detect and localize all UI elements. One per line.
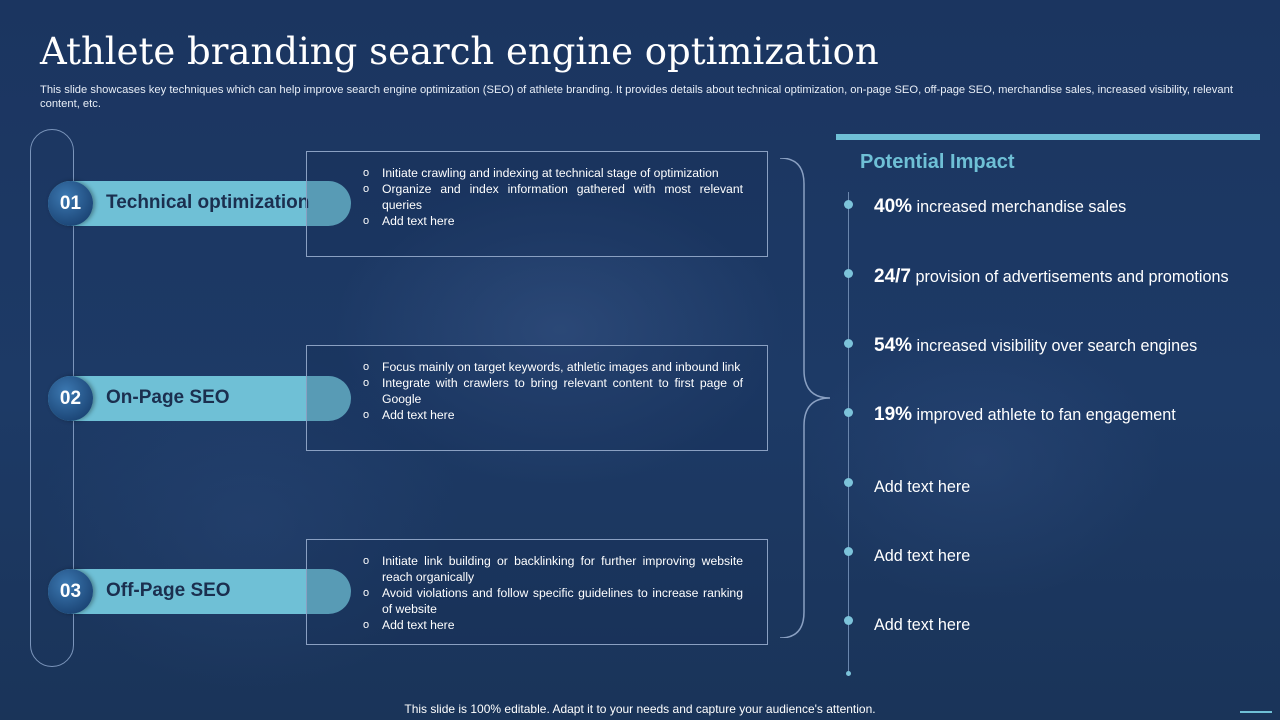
impact-item-6: Add text here xyxy=(874,545,970,567)
timeline-dot xyxy=(844,478,853,487)
step-03-number: 03 xyxy=(48,569,93,614)
brace-connector xyxy=(779,158,831,638)
step-03-pill: 03 Off-Page SEO xyxy=(48,569,351,614)
impact-value: 24/7 xyxy=(874,266,911,287)
timeline-end-dot xyxy=(846,671,851,676)
impact-value: 40% xyxy=(874,196,913,217)
step-01-number: 01 xyxy=(48,181,93,226)
list-item: Add text here xyxy=(363,617,743,633)
impact-header-bar xyxy=(836,134,1260,140)
impact-title: Potential Impact xyxy=(860,151,1015,173)
impact-item-7: Add text here xyxy=(874,614,970,636)
list-item: Add text here xyxy=(363,407,743,423)
impact-item-5: Add text here xyxy=(874,476,970,498)
list-item: Avoid violations and follow specific gui… xyxy=(363,585,743,617)
list-item: Initiate crawling and indexing at techni… xyxy=(363,165,743,181)
impact-item-4: 19% improved athlete to fan engagement xyxy=(874,404,1176,426)
step-02-pill: 02 On-Page SEO xyxy=(48,376,351,421)
footer-note: This slide is 100% editable. Adapt it to… xyxy=(404,702,876,716)
timeline-dot xyxy=(844,269,853,278)
list-item: Focus mainly on target keywords, athleti… xyxy=(363,359,743,375)
step-02-label: On-Page SEO xyxy=(106,387,230,408)
impact-text: Add text here xyxy=(874,616,971,634)
timeline-dot xyxy=(844,547,853,556)
corner-accent xyxy=(1240,711,1272,713)
page-title: Athlete branding search engine optimizat… xyxy=(40,30,879,73)
timeline-dot xyxy=(844,339,853,348)
impact-text: provision of advertisements and promotio… xyxy=(910,268,1229,286)
list-item: Add text here xyxy=(363,213,743,229)
impact-text: increased visibility over search engines xyxy=(912,337,1198,355)
impact-value: 54% xyxy=(874,335,913,356)
impact-value: 19% xyxy=(874,404,913,425)
list-item: Organize and index information gathered … xyxy=(363,181,743,213)
step-01-pill: 01 Technical optimization xyxy=(48,181,351,226)
step-02-number: 02 xyxy=(48,376,93,421)
impact-text: Add text here xyxy=(874,547,971,565)
impact-item-2: 24/7 provision of advertisements and pro… xyxy=(874,266,1229,288)
impact-timeline xyxy=(848,192,849,676)
step-01-details: Initiate crawling and indexing at techni… xyxy=(306,151,768,257)
impact-item-1: 40% increased merchandise sales xyxy=(874,196,1126,218)
impact-item-3: 54% increased visibility over search eng… xyxy=(874,335,1197,357)
timeline-dot xyxy=(844,200,853,209)
list-item: Initiate link building or backlinking fo… xyxy=(363,553,743,585)
timeline-dot xyxy=(844,408,853,417)
step-01-label: Technical optimization xyxy=(106,192,310,213)
step-02-details: Focus mainly on target keywords, athleti… xyxy=(306,345,768,451)
impact-text: improved athlete to fan engagement xyxy=(912,406,1176,424)
list-item: Integrate with crawlers to bring relevan… xyxy=(363,375,743,407)
step-03-details: Initiate link building or backlinking fo… xyxy=(306,539,768,645)
page-subtitle: This slide showcases key techniques whic… xyxy=(40,84,1233,110)
timeline-dot xyxy=(844,616,853,625)
impact-text: increased merchandise sales xyxy=(912,198,1127,216)
step-03-label: Off-Page SEO xyxy=(106,580,231,601)
impact-text: Add text here xyxy=(874,478,971,496)
